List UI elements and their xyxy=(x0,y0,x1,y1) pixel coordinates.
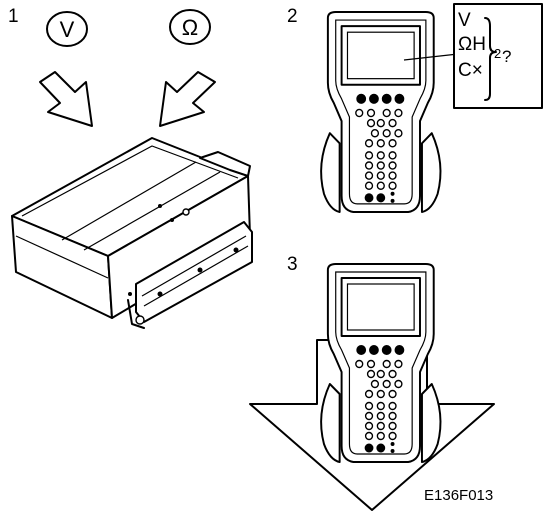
diagnostic-tester-1 xyxy=(320,10,442,213)
step-number-2: 2 xyxy=(287,6,298,27)
menu-sub: 2 xyxy=(494,46,501,61)
menu-line-2: ΩH xyxy=(458,34,486,55)
arrow-down-right-icon xyxy=(39,71,93,127)
voltage-symbol-text: V xyxy=(60,17,75,42)
ohmmeter-symbol: Ω xyxy=(169,9,211,45)
menu-line-1: V xyxy=(458,10,471,31)
voltmeter-symbol: V xyxy=(46,11,88,47)
diagnostic-tester-2 xyxy=(320,263,442,463)
menu-line-3: C× xyxy=(458,60,483,81)
resistance-symbol-text: Ω xyxy=(182,15,198,40)
step-number-1: 1 xyxy=(8,6,19,27)
figure-code: E136F013 xyxy=(424,487,493,504)
step-number-3: 3 xyxy=(287,254,298,275)
tester-menu-callout: V ΩH C× 2 ? xyxy=(403,3,543,109)
menu-question: ? xyxy=(502,47,511,66)
arrow-down-left-icon xyxy=(159,71,216,127)
ecu-control-unit xyxy=(11,137,253,329)
